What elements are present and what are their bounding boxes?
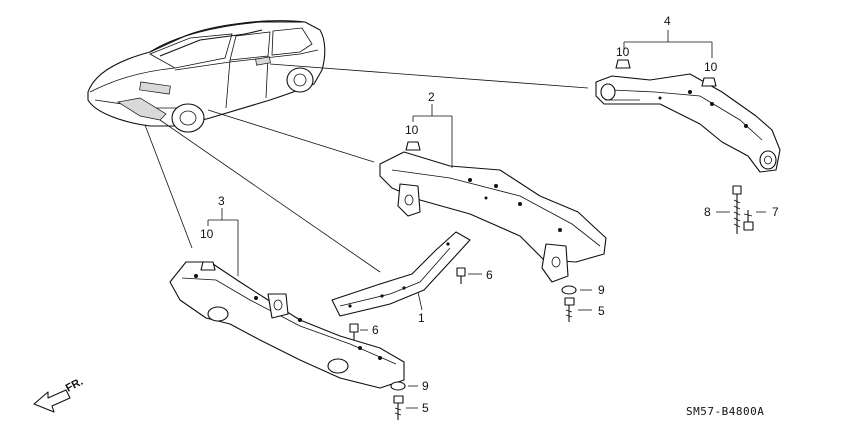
callout-10-part-4-right: 10 bbox=[704, 60, 718, 74]
bolt-part-6-lower bbox=[349, 323, 368, 340]
front-crossmember-part-3 bbox=[169, 208, 405, 389]
callout-2: 2 bbox=[428, 90, 435, 104]
vehicle-illustration bbox=[87, 20, 326, 133]
callout-3: 3 bbox=[218, 194, 225, 208]
washer-nut-part-9-lower bbox=[390, 381, 418, 391]
callout-5-middle: 5 bbox=[598, 304, 605, 318]
callout-8: 8 bbox=[704, 205, 711, 219]
center-crossmember-part-2 bbox=[379, 104, 607, 283]
bolt-part-6-upper bbox=[456, 267, 482, 284]
leader-lines bbox=[144, 63, 589, 273]
callout-6-lower: 6 bbox=[372, 323, 379, 337]
callout-6-upper: 6 bbox=[486, 268, 493, 282]
bolt-part-8 bbox=[716, 185, 742, 234]
stay-bracket-part-1 bbox=[331, 231, 471, 317]
washer-nut-part-9-middle bbox=[561, 285, 592, 295]
bolt-part-5-middle bbox=[564, 297, 592, 322]
callout-9-middle: 9 bbox=[598, 283, 605, 297]
bolt-part-5-lower bbox=[393, 395, 418, 420]
front-indicator-label: FR. bbox=[64, 376, 85, 395]
front-direction-arrow-icon bbox=[33, 389, 71, 413]
diagram-code: SM57-B4800A bbox=[686, 405, 764, 418]
callout-9-lower: 9 bbox=[422, 379, 429, 393]
callout-4: 4 bbox=[664, 14, 671, 28]
callout-5-lower: 5 bbox=[422, 401, 429, 415]
rear-crossmember-part-4 bbox=[595, 30, 781, 173]
callout-1: 1 bbox=[418, 311, 425, 325]
callout-10-part-4-left: 10 bbox=[616, 45, 630, 59]
bolt-part-7 bbox=[743, 210, 766, 231]
callout-10-part-3: 10 bbox=[200, 227, 214, 241]
callout-7: 7 bbox=[772, 205, 779, 219]
callout-10-part-2: 10 bbox=[405, 123, 419, 137]
